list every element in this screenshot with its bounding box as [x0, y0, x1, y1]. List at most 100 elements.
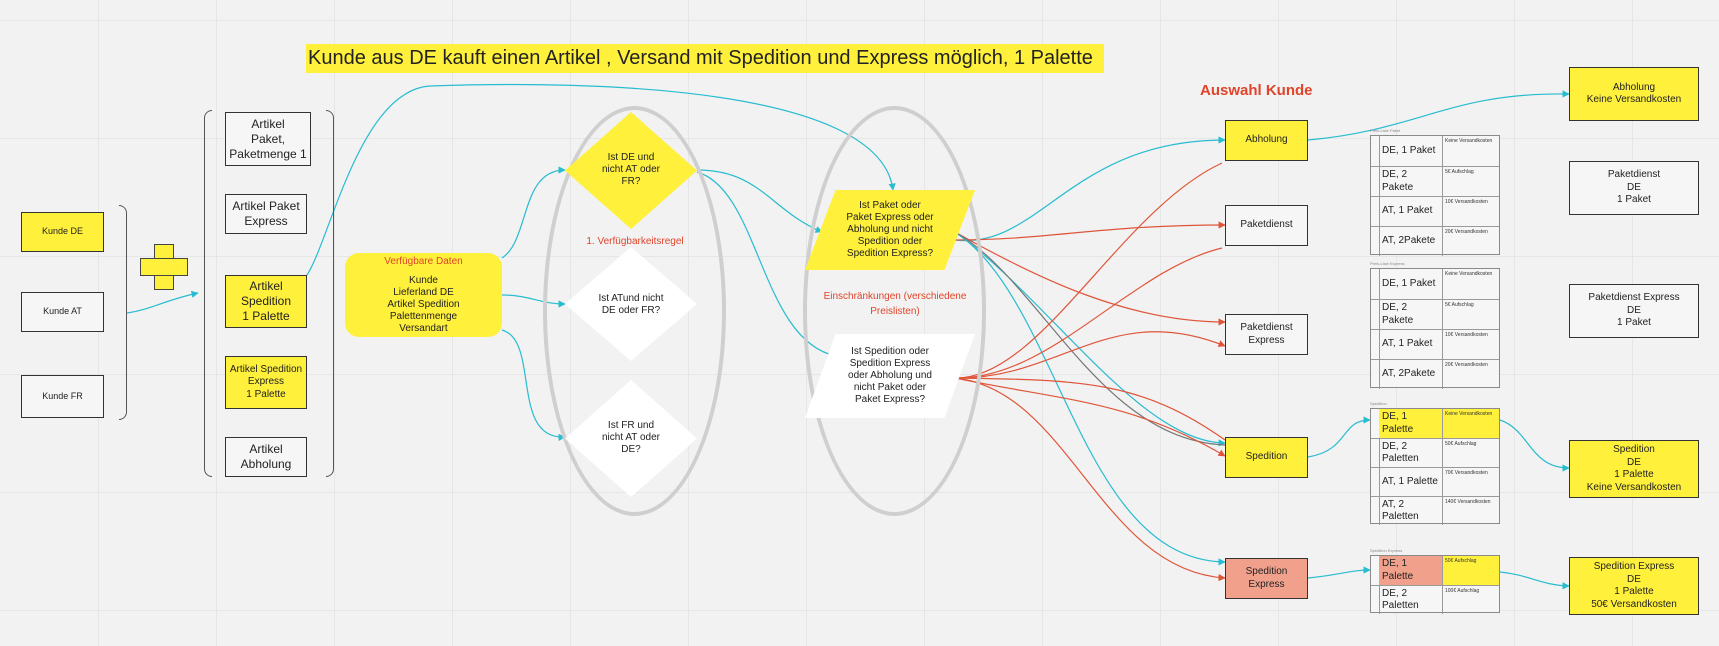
table-cell-option: AT, 1 Paket [1379, 330, 1443, 359]
edge-paket-to-paketdienst[interactable] [954, 221, 1226, 241]
customer-at-box[interactable]: Kunde AT [21, 292, 104, 332]
edge-spedition-to-paketdienst-express[interactable] [954, 331, 1226, 379]
price-table-caption: Preis-Liste Paket [1370, 128, 1401, 133]
edge-spedition-to-paketdienst[interactable] [954, 247, 1223, 379]
table-cell-cost: Keine Versandkosten [1445, 138, 1493, 144]
table-cell-option: AT, 1 Paket [1379, 197, 1443, 226]
edge-paket-to-abholung[interactable] [954, 136, 1226, 242]
table-cell-option: DE, 2 Paletten [1379, 439, 1443, 467]
edge-paket-to-spedition-express[interactable] [954, 231, 1226, 566]
table-row-handle [1371, 136, 1380, 166]
selection-spedition-express-box[interactable]: Spedition Express [1225, 558, 1308, 599]
selection-label[interactable]: Auswahl Kunde [1200, 82, 1313, 99]
result-spedition-express-box[interactable]: Spedition Express DE 1 Palette 50€ Versa… [1569, 557, 1699, 615]
table-cell-option: DE, 1 Paket [1379, 269, 1443, 299]
article-spedition-express-box[interactable]: Artikel Spedition Express 1 Palette [225, 356, 307, 409]
edge-spedition-to-abholung[interactable] [954, 162, 1223, 379]
selection-paketdienst-box[interactable]: Paketdienst [1225, 205, 1308, 246]
article-paket-express-box[interactable]: Artikel Paket Express [225, 194, 307, 234]
availability-rule-label[interactable]: 1. Verfügbarkeitsregel [586, 236, 684, 247]
table-cell-cost: 10€ Versandkosten [1445, 199, 1488, 205]
table-row-handle [1371, 197, 1380, 226]
restrictions-paket-text: Ist Paket oder Paket Express oder Abholu… [846, 200, 934, 259]
table-cell-cost: 70€ Versandkosten [1445, 470, 1488, 476]
table-cell-cost: 5€ Aufschlag [1445, 302, 1474, 308]
edge-abholung-to-result[interactable] [1307, 90, 1570, 141]
table-row-handle [1371, 439, 1380, 467]
table-cell-option: DE, 2 Paletten [1379, 586, 1443, 614]
edge-table-to-result-spedition-express[interactable] [1499, 571, 1570, 590]
available-data-heading: Verfügbare Daten [384, 255, 463, 267]
diagram-title[interactable]: Kunde aus DE kauft einen Artikel , Versa… [306, 44, 1104, 73]
selection-spedition-box[interactable]: Spedition [1225, 437, 1308, 478]
article-spedition-box[interactable]: Artikel Spedition 1 Palette [225, 275, 307, 328]
edge-spedition-to-spedition-mid[interactable] [954, 377, 1226, 441]
edge-spedition-to-table[interactable] [1307, 416, 1371, 458]
available-data-box[interactable]: Verfügbare Daten Kunde Lieferland DE Art… [345, 253, 502, 337]
table-cell-option: AT, 2Pakete [1379, 227, 1443, 256]
customer-fr-box[interactable]: Kunde FR [21, 375, 104, 418]
result-abholung-box[interactable]: Abholung Keine Versandkosten [1569, 67, 1699, 121]
edge-table-to-result-spedition[interactable] [1499, 419, 1570, 472]
availability-ellipse[interactable] [543, 106, 726, 516]
result-paketdienst-express-box[interactable]: Paketdienst Express DE 1 Paket [1569, 284, 1699, 338]
edge-spedition-express-to-table[interactable] [1307, 566, 1371, 579]
article-paket-box[interactable]: Artikel Paket, Paketmenge 1 [225, 112, 311, 166]
result-paketdienst-box[interactable]: Paketdienst DE 1 Paket [1569, 161, 1699, 215]
table-cell-cost: 100€ Aufschlag [1445, 588, 1480, 594]
table-cell-cost: 20€ Versandkosten [1445, 229, 1488, 235]
table-cell-cost: 140€ Versandkosten [1445, 499, 1491, 505]
edge-spedition-to-spedition[interactable] [954, 377, 1226, 457]
table-cell-option: DE, 2 Pakete [1379, 167, 1443, 196]
table-row-handle [1371, 586, 1380, 614]
table-cell-cost: 50€ Aufschlag [1445, 441, 1477, 447]
price-table-caption: Spedition [1370, 401, 1387, 406]
table-row-handle [1371, 300, 1380, 329]
article-bracket-right [326, 110, 334, 477]
article-abholung-box[interactable]: Artikel Abholung [225, 437, 307, 477]
price-table-caption: Preis-Liste Express [1370, 261, 1405, 266]
restrictions-ellipse[interactable] [803, 106, 986, 516]
selection-abholung-box[interactable]: Abholung [1225, 120, 1308, 161]
edge-paket-to-spedition[interactable] [954, 231, 1226, 447]
edge-spedition-to-spedition-express[interactable] [954, 377, 1226, 582]
plus-shape[interactable] [140, 244, 188, 290]
table-row-handle [1371, 269, 1380, 299]
table-row-handle [1371, 360, 1380, 389]
table-row-handle [1371, 167, 1380, 196]
table-cell-cost: 10€ Versandkosten [1445, 332, 1488, 338]
edge-customer-to-articles[interactable] [126, 290, 199, 314]
plus-shape-center [155, 259, 173, 275]
restrictions-parallelogram-spedition[interactable] [805, 334, 975, 418]
table-cell-cost: 5€ Aufschlag [1445, 169, 1474, 175]
restrictions-parallelogram-paket[interactable] [805, 190, 975, 270]
table-cell-option: AT, 2Pakete [1379, 360, 1443, 389]
edge-paket-to-spedition-grey[interactable] [954, 231, 1226, 446]
result-spedition-box[interactable]: Spedition DE 1 Palette Keine Versandkost… [1569, 440, 1699, 498]
edge-paket-to-paketdienst-express[interactable] [954, 231, 1226, 326]
table-row-handle [1371, 227, 1380, 256]
selection-paketdienst-express-box[interactable]: Paketdienst Express [1225, 314, 1308, 355]
restrictions-label[interactable]: Einschränkungen (verschiedene Preisliste… [823, 291, 967, 317]
customer-de-box[interactable]: Kunde DE [21, 212, 104, 252]
table-cell-option: DE, 1 Palette [1379, 556, 1443, 585]
